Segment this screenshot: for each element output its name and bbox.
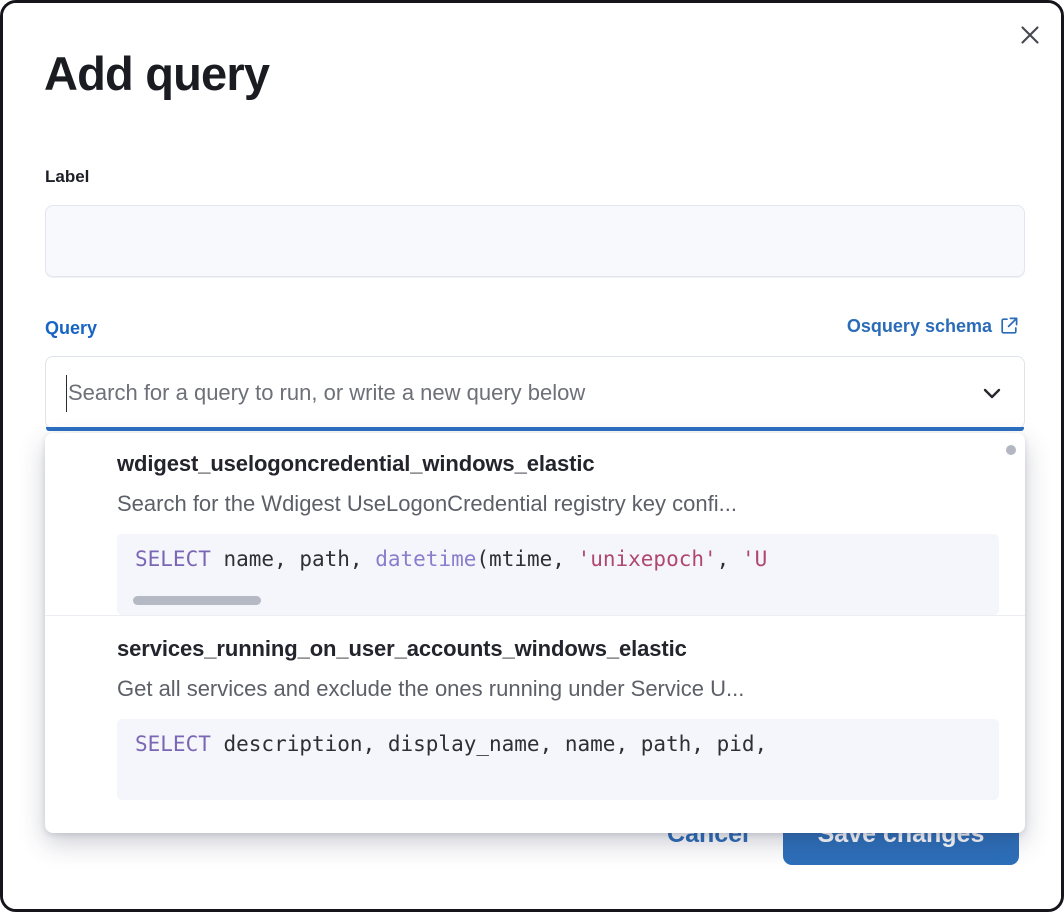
add-query-modal: Add query Label Query Osquery schema [3, 3, 1061, 909]
sql-string: 'unixepoch' [577, 546, 717, 571]
external-link-icon [1000, 316, 1019, 335]
option-title: wdigest_uselogoncredential_windows_elast… [117, 451, 595, 476]
sql-args: mtime, [489, 546, 578, 571]
option-description: Get all services and exclude the ones ru… [117, 676, 745, 702]
option-sql-preview: SELECT description, display_name, name, … [117, 718, 999, 800]
page-title: Add query [44, 47, 270, 100]
dropdown-scroll-area: wdigest_uselogoncredential_windows_elast… [45, 433, 1025, 833]
list-item[interactable]: wdigest_uselogoncredential_windows_elast… [45, 433, 1025, 615]
chevron-down-icon[interactable] [978, 379, 1006, 407]
query-options-dropdown[interactable]: wdigest_uselogoncredential_windows_elast… [45, 433, 1025, 833]
sql-keyword: SELECT [135, 731, 211, 756]
option-description: Search for the Wdigest UseLogonCredentia… [117, 491, 737, 517]
label-input[interactable] [45, 205, 1025, 277]
sql-function: datetime [375, 546, 477, 571]
osquery-schema-link-label: Osquery schema [846, 315, 992, 336]
sql-text: description, display_name, name, path, p… [210, 731, 768, 756]
code-horizontal-scrollbar[interactable] [133, 595, 261, 605]
option-title: services_running_on_user_accounts_window… [117, 635, 687, 661]
query-search-input[interactable] [68, 379, 966, 406]
query-combobox[interactable] [45, 356, 1025, 431]
label-field-label: Label [45, 167, 90, 186]
list-item[interactable]: services_running_on_user_accounts_window… [45, 614, 1025, 800]
text-caret [66, 375, 67, 412]
dropdown-vertical-scrollbar[interactable] [1006, 445, 1016, 455]
query-field-label: Query [45, 318, 98, 338]
close-icon [1019, 24, 1041, 46]
osquery-schema-link[interactable]: Osquery schema [847, 316, 1019, 335]
sql-keyword: SELECT [135, 546, 211, 571]
sql-paren: ( [476, 546, 490, 571]
sql-comma: , [716, 546, 742, 571]
close-button[interactable] [1010, 15, 1050, 55]
option-sql-preview: SELECT name, path, datetime(mtime, 'unix… [117, 533, 999, 615]
sql-text: name, path, [210, 546, 376, 571]
sql-string: 'U [741, 546, 768, 571]
